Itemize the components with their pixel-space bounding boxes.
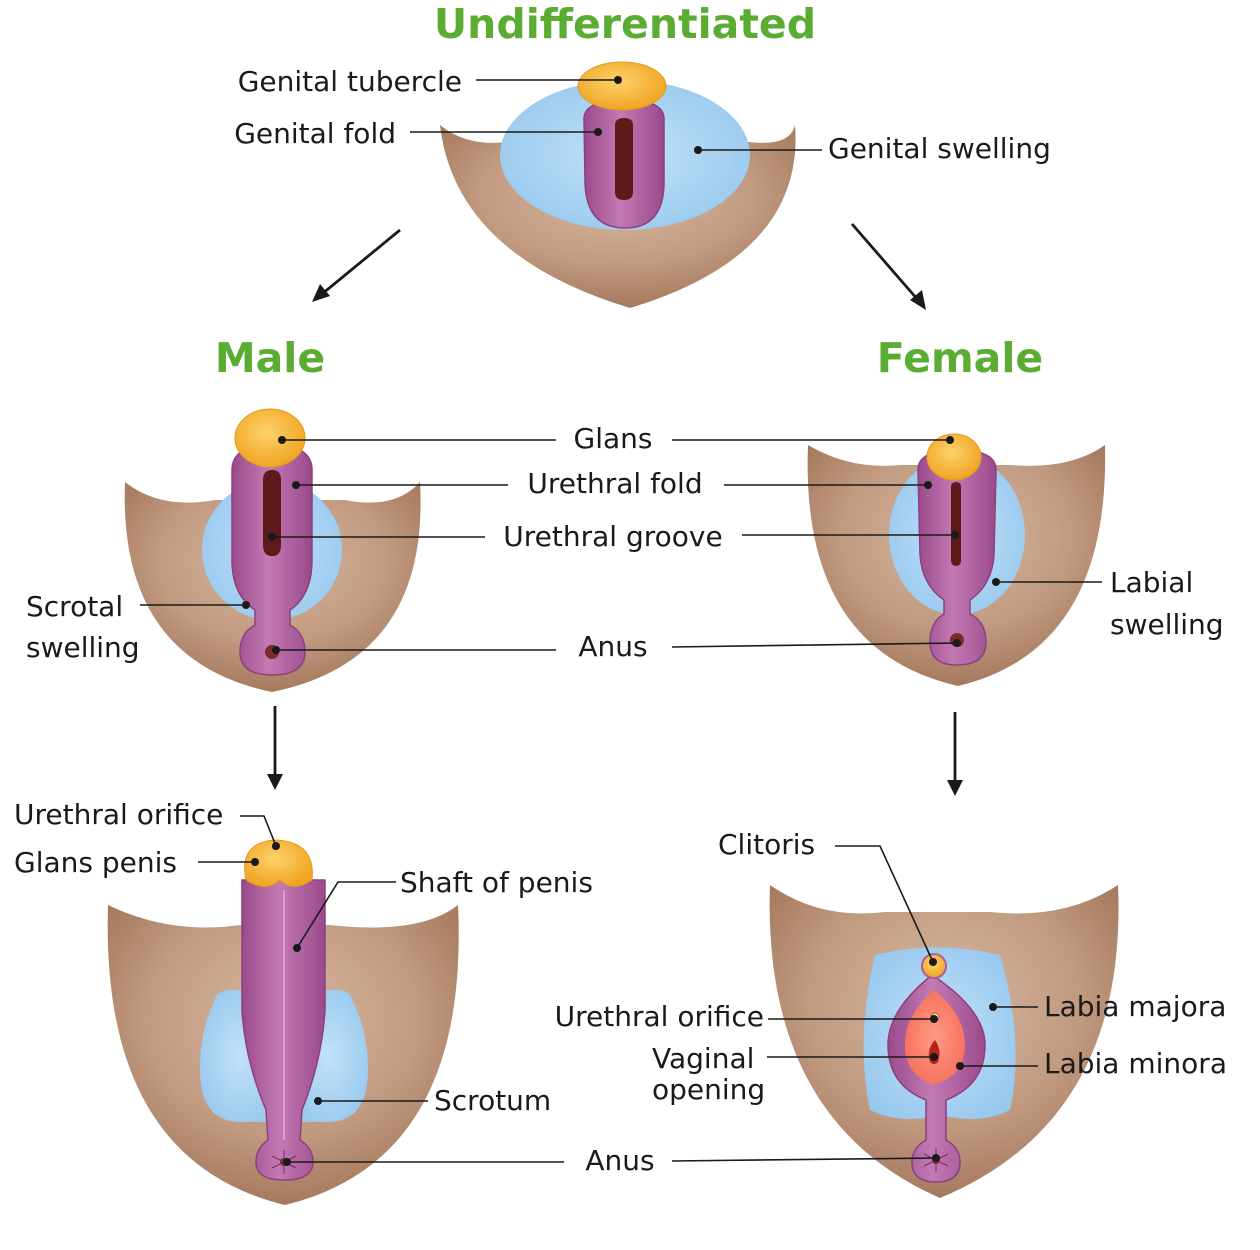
label-scrotal-swelling-line1: Scrotal <box>26 590 123 623</box>
label-urethral-fold: Urethral fold <box>527 467 702 500</box>
label-labia-majora: Labia majora <box>1044 990 1226 1023</box>
label-clitoris: Clitoris <box>718 828 815 861</box>
label-scrotal-swelling-line2: swelling <box>26 631 140 664</box>
heading-female: Female <box>877 334 1043 382</box>
arrow-undiff-to-female <box>850 223 926 310</box>
label-anus-bottom: Anus <box>585 1144 654 1177</box>
arrow-male-down <box>267 706 283 790</box>
arrow-female-down <box>947 712 963 796</box>
heading-undifferentiated: Undifferentiated <box>434 0 816 48</box>
label-scrotum: Scrotum <box>434 1084 551 1117</box>
clitoris <box>921 953 947 979</box>
label-urethral-groove: Urethral groove <box>503 520 722 553</box>
label-urethral-orifice-female: Urethral orifice <box>555 1000 764 1033</box>
arrow-undiff-to-male <box>312 228 401 302</box>
male-intermediate-stage <box>124 408 421 692</box>
glans-female <box>926 433 982 481</box>
genital-tubercle <box>577 61 667 111</box>
label-genital-tubercle: Genital tubercle <box>238 65 462 98</box>
label-glans-penis: Glans penis <box>14 846 177 879</box>
label-genital-swelling: Genital swelling <box>828 132 1051 165</box>
label-genital-fold: Genital fold <box>234 117 396 150</box>
label-urethral-orifice-male: Urethral orifice <box>14 798 223 831</box>
label-labial-swelling-line2: swelling <box>1110 608 1224 641</box>
glans-male <box>234 408 306 468</box>
label-vaginal-opening-line2: opening <box>652 1073 765 1106</box>
leader-lines <box>140 76 1102 1166</box>
glans-penis <box>244 839 313 887</box>
label-shaft-of-penis: Shaft of penis <box>400 866 593 899</box>
heading-male: Male <box>215 334 325 382</box>
urethral-groove-female <box>951 482 961 566</box>
label-anus-mid: Anus <box>578 630 647 663</box>
label-vaginal-opening-line1: Vaginal <box>652 1042 754 1075</box>
female-final-stage <box>769 885 1119 1198</box>
female-intermediate-stage <box>807 433 1106 686</box>
male-final-stage <box>107 839 459 1205</box>
vestibule <box>905 990 965 1085</box>
label-labial-swelling-line1: Labial <box>1110 566 1193 599</box>
label-labia-minora: Labia minora <box>1044 1047 1227 1080</box>
label-glans: Glans <box>574 422 653 455</box>
urethral-groove-male <box>263 470 281 556</box>
urogenital-groove <box>615 118 633 200</box>
undifferentiated-stage <box>440 61 796 308</box>
